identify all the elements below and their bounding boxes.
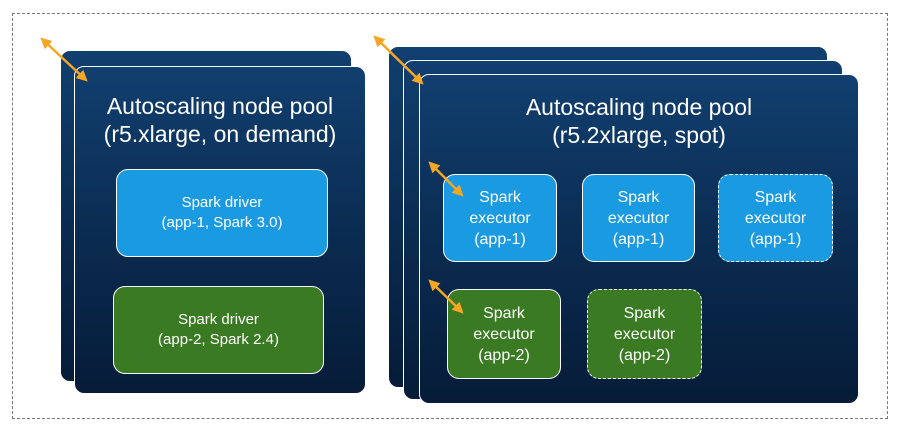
spark-executor-app-1-pending: Spark executor (app-1) <box>718 174 833 262</box>
resize-arrow-icon <box>373 35 424 85</box>
pool-title-line2: (r5.2xlarge, spot) <box>552 122 726 148</box>
driver-label: Spark driver <box>181 194 263 211</box>
executor-label-line2: executor <box>744 209 807 227</box>
executor-label-line1: Spark <box>623 304 666 322</box>
executor-label-line1: Spark <box>483 304 525 322</box>
executor-app-label: (app-1) <box>749 230 802 248</box>
pool-title-line1: Autoscaling node pool <box>106 93 334 119</box>
spark-driver-app-1: Spark driver (app-1, Spark 3.0) <box>116 169 328 257</box>
pool-title-line2: (r5.xlarge, on demand) <box>103 121 337 147</box>
diagram-border <box>12 13 888 419</box>
executor-app-label: (app-2) <box>478 346 530 364</box>
executor-app-label: (app-2) <box>618 346 671 364</box>
resize-arrow-icon <box>428 279 464 314</box>
executor-label-line1: Spark <box>479 188 521 206</box>
executor-app-label: (app-1) <box>612 230 665 248</box>
executor-label-line1: Spark <box>617 188 660 206</box>
driver-app-label: (app-1, Spark 3.0) <box>161 214 283 231</box>
pool-title-line1: Autoscaling node pool <box>525 94 753 120</box>
executor-label-line2: executor <box>469 209 531 227</box>
executor-label-line2: executor <box>613 325 676 343</box>
spark-executor-app-1: Spark executor (app-1) <box>582 174 695 262</box>
driver-label: Spark driver <box>178 311 259 328</box>
spark-executor-app-2: Spark executor (app-2) <box>447 289 561 379</box>
executor-label-line2: executor <box>607 209 670 227</box>
resize-arrow-icon <box>428 161 464 197</box>
driver-app-label: (app-2, Spark 2.4) <box>158 331 279 348</box>
executor-label-line2: executor <box>473 325 535 343</box>
executor-label-line1: Spark <box>754 188 797 206</box>
resize-arrow-icon <box>40 37 88 82</box>
spark-driver-app-2: Spark driver (app-2, Spark 2.4) <box>113 286 324 374</box>
spark-executor-app-2-pending: Spark executor (app-2) <box>587 289 702 379</box>
executor-app-label: (app-1) <box>474 230 526 248</box>
